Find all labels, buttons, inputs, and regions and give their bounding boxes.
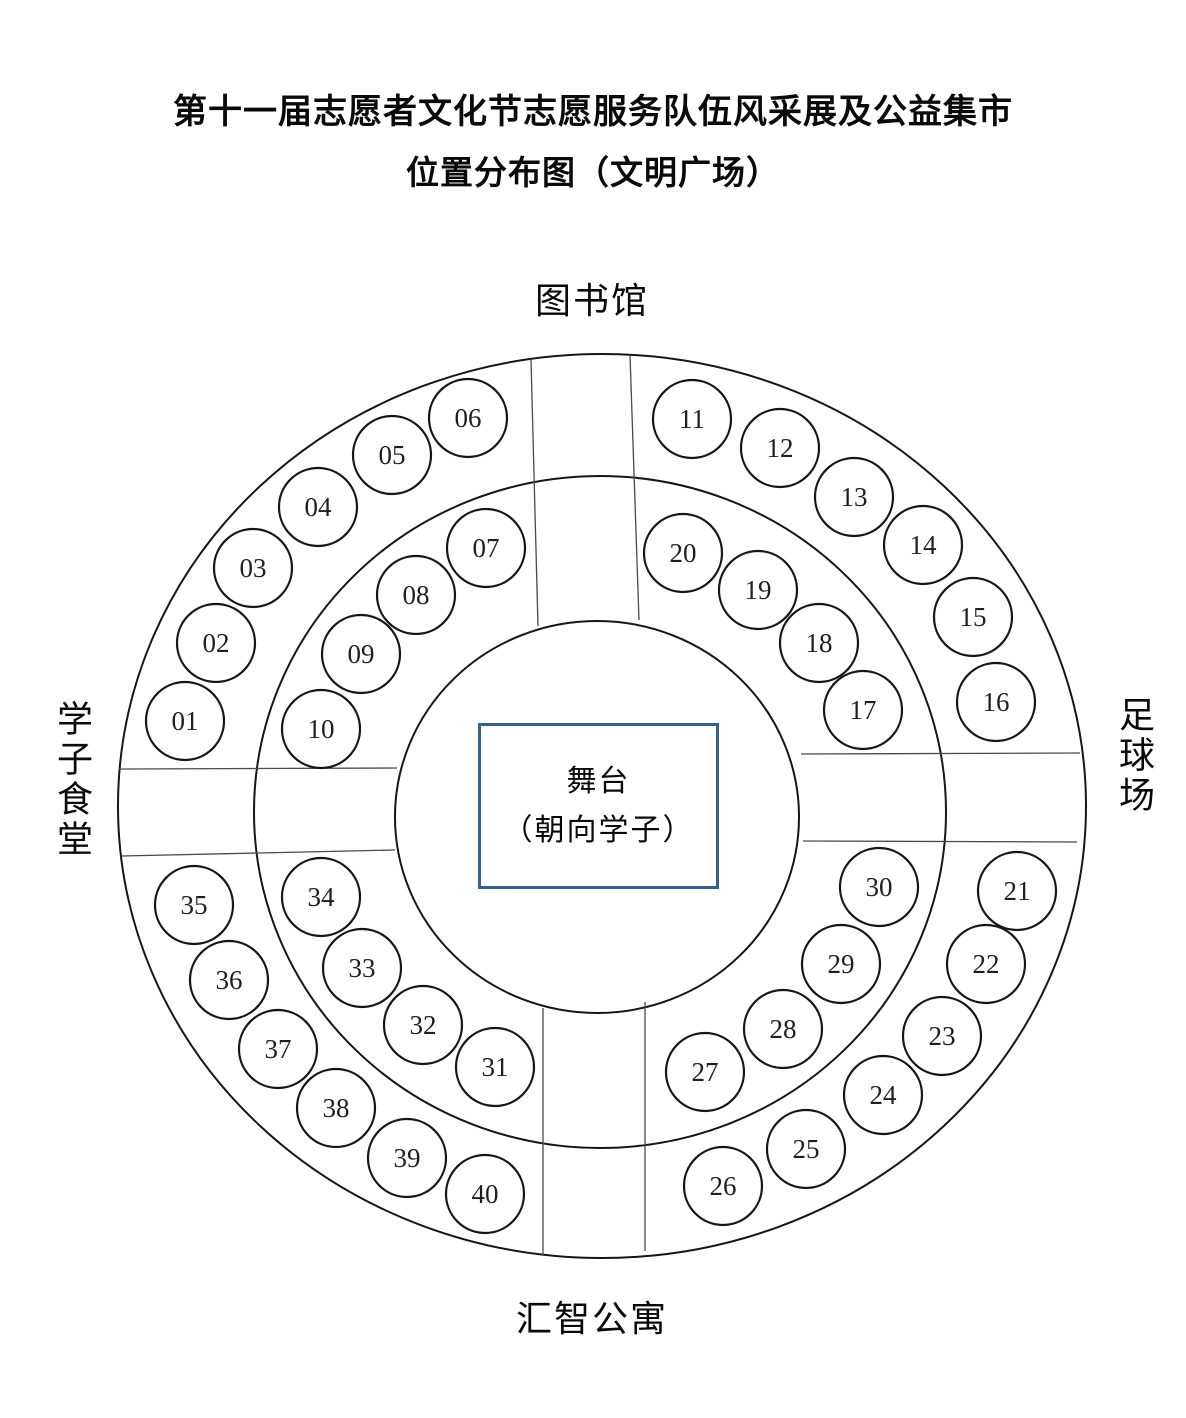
booth-number-15: 15 [960, 602, 987, 632]
booth-circle-28 [742, 988, 824, 1070]
booth-circle-05 [351, 414, 433, 496]
aisle-right-top-line [800, 752, 1081, 755]
booth-number-40: 40 [472, 1179, 499, 1209]
aisle-top-left-line [530, 359, 539, 627]
booth-number-21: 21 [1004, 876, 1031, 906]
booth-number-36: 36 [216, 965, 243, 995]
booth-number-30: 30 [866, 872, 893, 902]
booth-number-04: 04 [305, 492, 333, 522]
stage-name: 舞台 [566, 765, 631, 798]
inner-ring-ellipse [394, 620, 800, 1014]
booth-number-07: 07 [473, 533, 500, 563]
booth-number-17: 17 [850, 695, 877, 725]
booth-circle-09 [320, 613, 402, 695]
booth-circle-18 [778, 602, 860, 684]
aisle-top-right-line [629, 354, 640, 621]
booth-number-26: 26 [710, 1171, 737, 1201]
booth-number-23: 23 [929, 1021, 956, 1051]
booth-circle-12 [739, 407, 821, 489]
outer-ring-ellipse [117, 353, 1087, 1259]
location-label-football-field: 足球场 [1114, 696, 1155, 816]
booth-circle-11 [651, 378, 733, 460]
booth-number-35: 35 [181, 890, 208, 920]
booth-circle-26 [682, 1145, 764, 1227]
booth-number-05: 05 [379, 440, 406, 470]
booth-number-27: 27 [692, 1057, 719, 1087]
booth-circle-13 [813, 456, 895, 538]
booth-number-13: 13 [841, 482, 868, 512]
booth-circle-15 [932, 576, 1014, 658]
booth-number-33: 33 [349, 953, 376, 983]
booth-circle-38 [295, 1067, 377, 1149]
booth-circle-31 [454, 1026, 536, 1108]
booth-number-32: 32 [410, 1010, 437, 1040]
booth-circle-21 [976, 850, 1058, 932]
booth-circle-23 [901, 995, 983, 1077]
booth-circle-01 [144, 680, 226, 762]
booth-number-03: 03 [240, 553, 267, 583]
page-title-line1: 第十一届志愿者文化节志愿服务队伍风采展及公益集市 [173, 93, 1013, 131]
booth-circle-07 [445, 507, 527, 589]
booth-number-28: 28 [770, 1014, 797, 1044]
booth-number-39: 39 [394, 1143, 421, 1173]
booth-number-25: 25 [793, 1134, 820, 1164]
booth-circle-39 [366, 1117, 448, 1199]
booth-number-01: 01 [172, 706, 199, 736]
booth-circle-25 [765, 1108, 847, 1190]
middle-ring-ellipse [253, 475, 947, 1149]
booth-circle-22 [945, 923, 1027, 1005]
booth-circle-36 [188, 939, 270, 1021]
booth-circle-16 [955, 661, 1037, 743]
aisle-left-bottom-line [121, 849, 396, 857]
booth-number-19: 19 [745, 575, 772, 605]
stage-box: 舞台 （朝向学子） [478, 723, 719, 889]
booth-circle-17 [822, 669, 904, 751]
booth-circle-40 [444, 1153, 526, 1235]
booth-circle-34 [280, 856, 362, 938]
stage-orientation: （朝向学子） [502, 814, 695, 847]
booth-circle-33 [321, 927, 403, 1009]
booth-number-38: 38 [323, 1093, 350, 1123]
location-label-apartment: 汇智公寓 [515, 1298, 668, 1339]
booth-circle-29 [800, 923, 882, 1005]
booth-number-12: 12 [767, 433, 794, 463]
booth-circle-24 [842, 1054, 924, 1136]
booth-circle-10 [280, 688, 362, 770]
booth-circle-02 [175, 602, 257, 684]
booth-number-31: 31 [482, 1052, 509, 1082]
booth-number-20: 20 [670, 538, 697, 568]
booth-circle-37 [237, 1008, 319, 1090]
aisle-left-top-line [118, 767, 398, 770]
booth-circle-35 [153, 864, 235, 946]
booth-circle-06 [427, 377, 509, 459]
page-title-line2: 位置分布图（文明广场） [406, 154, 780, 191]
booth-number-10: 10 [308, 714, 335, 744]
aisle-right-bottom-line [802, 840, 1078, 843]
booth-number-34: 34 [308, 882, 336, 912]
booth-circle-14 [882, 504, 964, 586]
booth-number-22: 22 [973, 949, 1000, 979]
booth-number-02: 02 [203, 628, 230, 658]
booth-number-11: 11 [679, 404, 705, 434]
booth-circle-08 [375, 554, 457, 636]
booth-circle-04 [277, 466, 359, 548]
booth-number-24: 24 [870, 1080, 898, 1110]
booth-number-09: 09 [348, 639, 375, 669]
location-label-cafeteria: 学子食堂 [52, 700, 93, 860]
booth-number-18: 18 [806, 628, 833, 658]
booth-circle-32 [382, 984, 464, 1066]
booth-number-16: 16 [983, 687, 1010, 717]
booth-circle-20 [642, 512, 724, 594]
location-label-library: 图书馆 [534, 280, 649, 321]
booth-number-37: 37 [265, 1034, 292, 1064]
booth-circle-03 [212, 527, 294, 609]
booth-circle-27 [664, 1031, 746, 1113]
booth-number-14: 14 [910, 530, 938, 560]
booth-number-06: 06 [455, 403, 482, 433]
booth-number-29: 29 [828, 949, 855, 979]
booth-circle-30 [838, 846, 920, 928]
booth-number-08: 08 [403, 580, 430, 610]
booth-circle-19 [717, 549, 799, 631]
